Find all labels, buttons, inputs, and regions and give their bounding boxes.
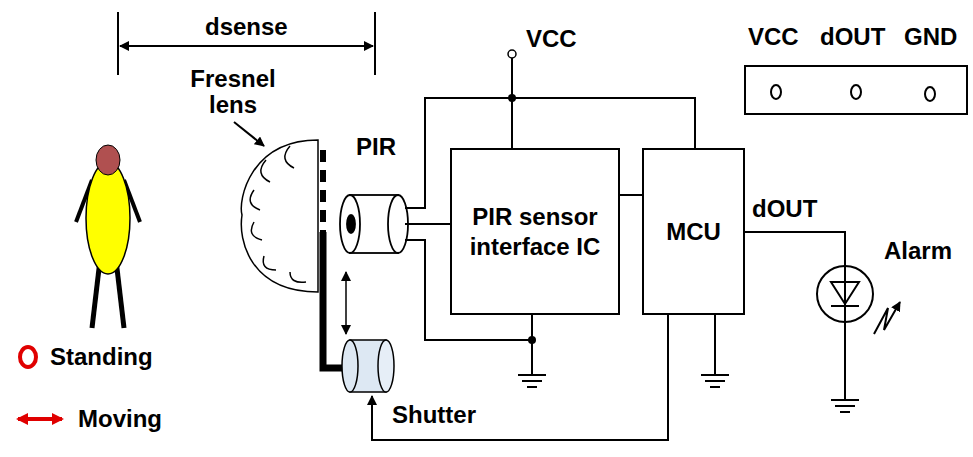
signal-name: dOUT	[752, 196, 817, 222]
fresnel-lens	[241, 140, 318, 292]
shutter-mechanism	[323, 232, 394, 392]
legend-text: Standing	[50, 343, 153, 371]
box-label: PIR sensor interface IC	[454, 196, 616, 268]
pin-name: GND	[904, 24, 957, 50]
part-label: PIR	[356, 134, 396, 160]
box-label: MCU	[660, 211, 727, 253]
led-symbol	[817, 266, 900, 334]
wire	[372, 58, 845, 440]
legend-sample	[14, 342, 42, 372]
part-label: Fresnel lens	[178, 66, 288, 119]
legend-entry: Moving	[10, 404, 162, 434]
legend-entry: Standing	[14, 342, 153, 372]
junction-dot	[508, 94, 516, 102]
pir-sensor	[340, 195, 408, 253]
mcu-box: MCU	[642, 148, 745, 315]
pin-name: VCC	[526, 26, 577, 52]
legend-sample	[10, 404, 70, 434]
pin-name: dOUT	[820, 24, 885, 50]
leader-line	[234, 122, 264, 146]
pin-header	[745, 66, 967, 114]
person-figure	[76, 145, 140, 328]
part-label: Shutter	[392, 402, 476, 428]
part-label: Alarm	[884, 238, 952, 264]
junction-dot	[528, 336, 536, 344]
ic-box: PIR sensor interface IC	[450, 148, 620, 315]
ground-symbol	[518, 375, 859, 412]
pin-name: VCC	[748, 24, 799, 50]
wire-connector	[620, 194, 642, 196]
terminal	[508, 50, 516, 58]
dimension-label: dsense	[205, 14, 288, 40]
legend-text: Moving	[78, 405, 162, 433]
